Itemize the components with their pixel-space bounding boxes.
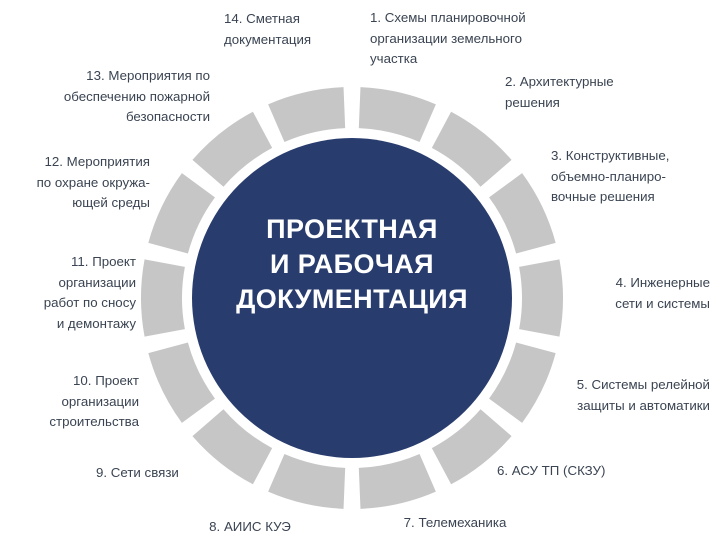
segment-label-11[interactable]: 11. Проект организации работ по сносу и … [43, 254, 136, 331]
segment-label-5[interactable]: 5. Системы релейной защиты и автоматики [576, 377, 710, 413]
segment-label-13[interactable]: 13. Мероприятия по обеспечению пожарной … [63, 68, 210, 124]
ring-segment-2[interactable] [431, 111, 512, 187]
ring-segment-6[interactable] [431, 409, 512, 485]
segment-label-10[interactable]: 10. Проект организации строительства [49, 373, 139, 429]
ring-segment-11[interactable] [140, 259, 185, 337]
segment-label-4[interactable]: 4. Инженерные сети и системы [615, 275, 710, 311]
ring-segment-group [140, 87, 564, 509]
ring-segment-9[interactable] [192, 409, 273, 485]
segment-label-2[interactable]: 2. Архитектурные решения [505, 74, 614, 110]
ring-segment-12[interactable] [148, 173, 215, 254]
ring-segment-14[interactable] [268, 87, 346, 142]
segment-label-12[interactable]: 12. Мероприятия по охране окружа- ющей с… [36, 154, 150, 210]
segment-label-9[interactable]: 9. Сети связи [96, 465, 179, 480]
segment-label-14[interactable]: 14. Сметная документация [224, 11, 312, 47]
ring-segment-10[interactable] [148, 342, 215, 423]
ring-segment-5[interactable] [489, 342, 556, 423]
ring-segment-1[interactable] [358, 87, 436, 142]
ring-segment-4[interactable] [519, 259, 564, 337]
segment-label-3[interactable]: 3. Конструктивные, объемно-планиро- вочн… [551, 148, 670, 204]
segment-label-6[interactable]: 6. АСУ ТП (СКЗУ) [497, 463, 606, 478]
ring-segment-7[interactable] [358, 454, 436, 509]
segment-label-7[interactable]: 7. Телемеханика [403, 515, 507, 530]
segment-label-8[interactable]: 8. АИИС КУЭ [209, 519, 291, 534]
segment-label-1[interactable]: 1. Схемы планировочной организации земел… [370, 10, 526, 66]
center-circle [192, 138, 512, 458]
ring-segment-8[interactable] [268, 454, 346, 509]
ring-segment-3[interactable] [489, 173, 556, 254]
ring-segment-13[interactable] [192, 111, 273, 187]
